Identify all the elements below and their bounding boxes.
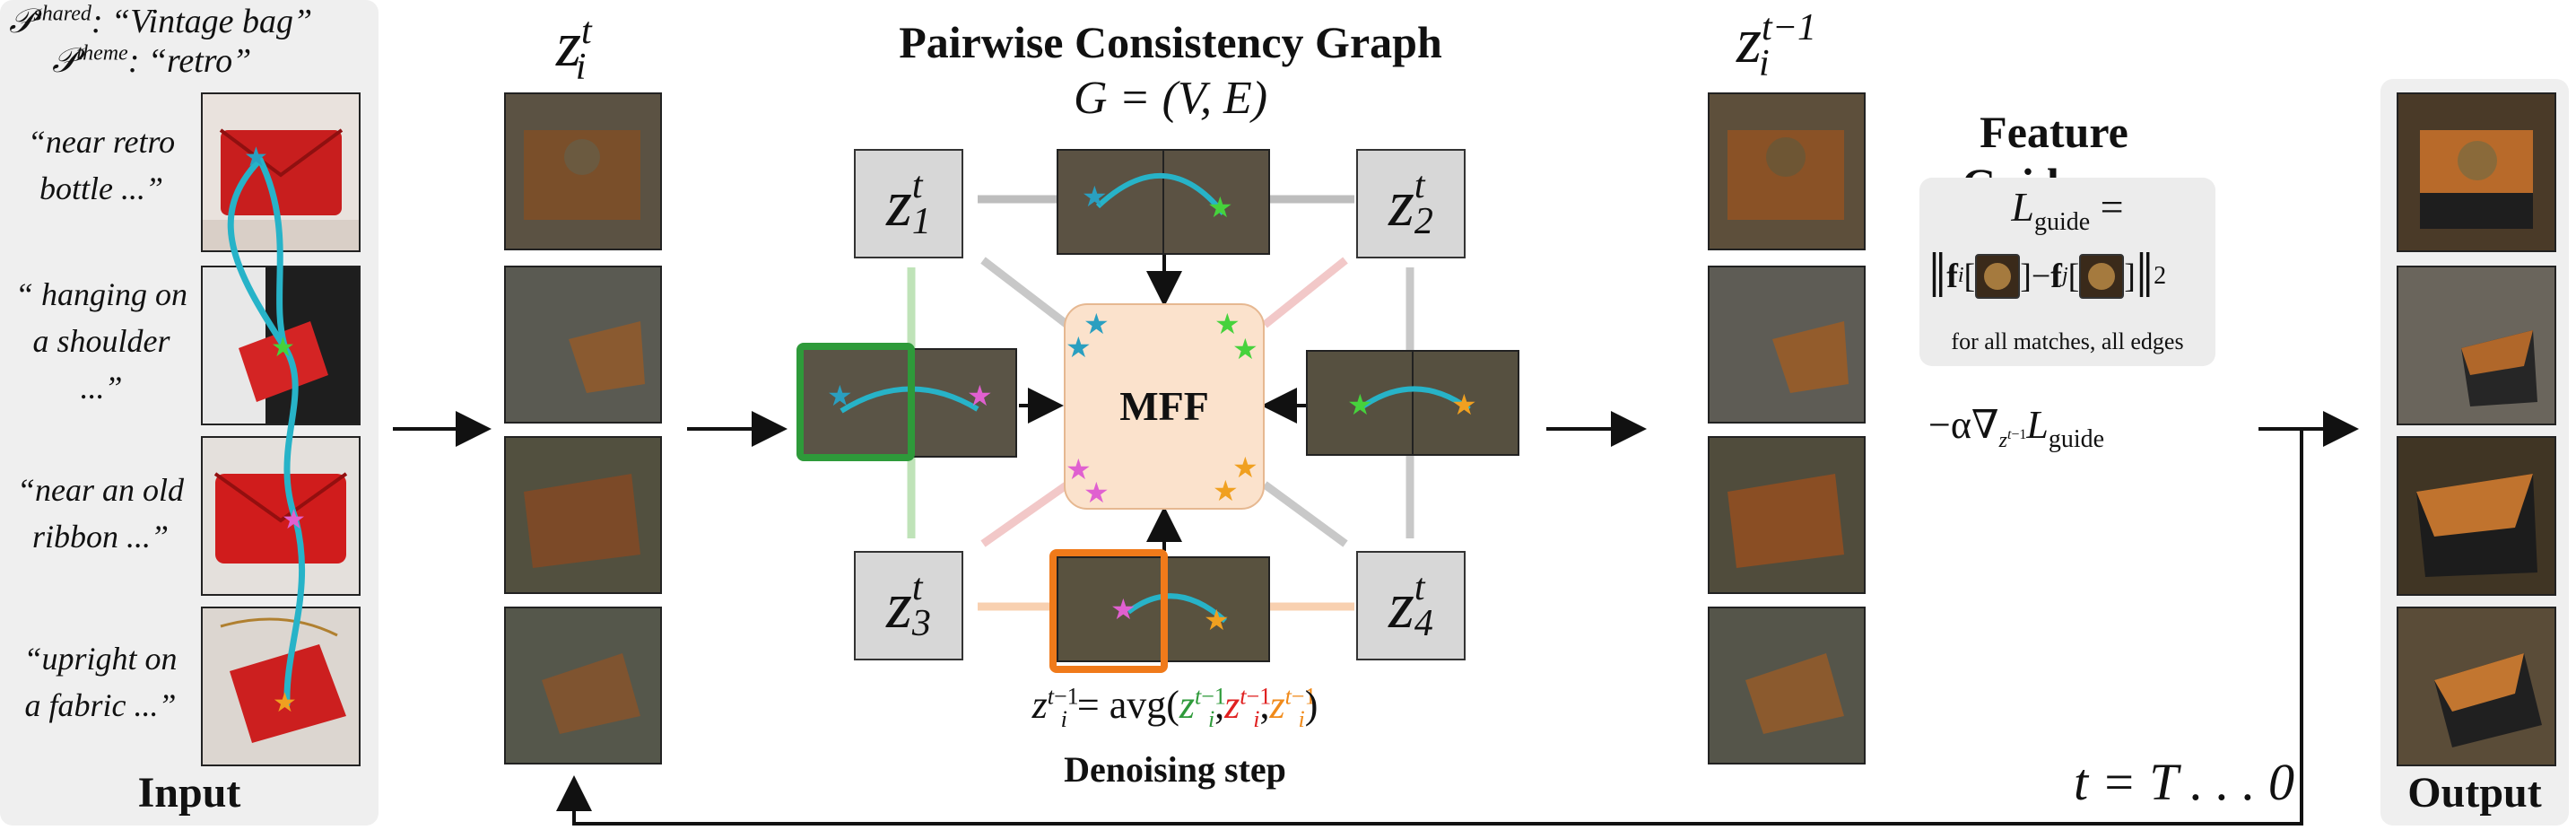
star-icon: ★	[271, 333, 295, 363]
input-image-3	[201, 436, 361, 596]
star-icon: ★	[1066, 331, 1092, 363]
prompt-2: “ hanging on a shoulder ...”	[14, 276, 188, 406]
feature-patch-icon	[1975, 253, 2021, 299]
output-label: Output	[2407, 769, 2542, 817]
denoised-latent-4	[1708, 607, 1866, 764]
noisy-latent-4	[504, 607, 662, 764]
output-image-2	[2397, 266, 2556, 425]
loss-definition: Lguide =	[2011, 184, 2124, 237]
avg-equation: zt−1i = avg(zt−1i,zt−1i,zt−1i)	[1031, 683, 1318, 732]
mff-block	[1064, 303, 1265, 510]
feature-patch-icon	[2079, 253, 2125, 299]
prompt-4: “upright on a fabric ...”	[23, 641, 178, 723]
latent-t1-label: zt−1i	[1736, 4, 1817, 85]
star-icon: ★	[282, 505, 306, 535]
output-image-3	[2397, 436, 2556, 596]
gradient-expression: −α∇zt−1Lguide	[1928, 403, 2105, 453]
prompt-1: “near retro bottle ...”	[27, 124, 176, 206]
denoising-step-label: Denoising step	[1064, 749, 1286, 790]
denoised-latent-3	[1708, 436, 1866, 594]
star-icon: ★	[1204, 604, 1230, 636]
star-icon: ★	[967, 380, 993, 412]
latent-t-label: zti	[556, 8, 592, 89]
denoised-latent-2	[1708, 266, 1866, 424]
edge-pair-right	[1306, 350, 1519, 456]
star-icon: ★	[1066, 453, 1092, 485]
star-icon: ★	[1232, 333, 1258, 365]
star-icon: ★	[1083, 308, 1110, 340]
star-icon: ★	[244, 143, 268, 172]
edge-pair-top	[1057, 149, 1270, 255]
star-icon: ★	[1207, 191, 1233, 223]
loop-label: t = T . . . 0	[2074, 753, 2294, 811]
prompt-3: “near an old ribbon ...”	[16, 472, 184, 555]
input-correspondence-curve	[227, 156, 306, 708]
guidance-note: for all matches, all edges	[1951, 328, 2184, 354]
prompt-shared: 𝒫shared: “Vintage bag”	[9, 2, 313, 40]
selected-frame-orange	[1049, 549, 1168, 673]
star-icon: ★	[1082, 180, 1108, 213]
star-icon: ★	[1110, 593, 1136, 625]
selected-frame-green	[796, 343, 915, 461]
star-icon: ★	[1083, 476, 1110, 509]
star-icon: ★	[1214, 308, 1240, 340]
star-icon: ★	[1213, 475, 1239, 507]
noisy-latent-2	[504, 266, 662, 424]
input-label: Input	[137, 769, 241, 817]
noisy-latent-3	[504, 436, 662, 594]
star-icon: ★	[1232, 451, 1258, 484]
prompt-theme: 𝒫theme: “retro”	[52, 41, 252, 80]
star-icon: ★	[1451, 389, 1477, 421]
denoised-latent-1	[1708, 92, 1866, 250]
star-icon: ★	[273, 688, 297, 718]
mff-label: MFF	[1119, 383, 1209, 429]
graph-equation: G = (V, E)	[1073, 73, 1268, 124]
graph-title: Pairwise Consistency Graph	[899, 17, 1442, 67]
output-image-1	[2397, 92, 2556, 252]
star-icon: ★	[827, 380, 853, 412]
guidance-box	[1919, 178, 2215, 366]
red-bag-ribbon-image	[213, 472, 348, 564]
star-icon: ★	[1347, 389, 1373, 421]
noisy-latent-1	[504, 92, 662, 250]
output-image-4	[2397, 607, 2556, 766]
